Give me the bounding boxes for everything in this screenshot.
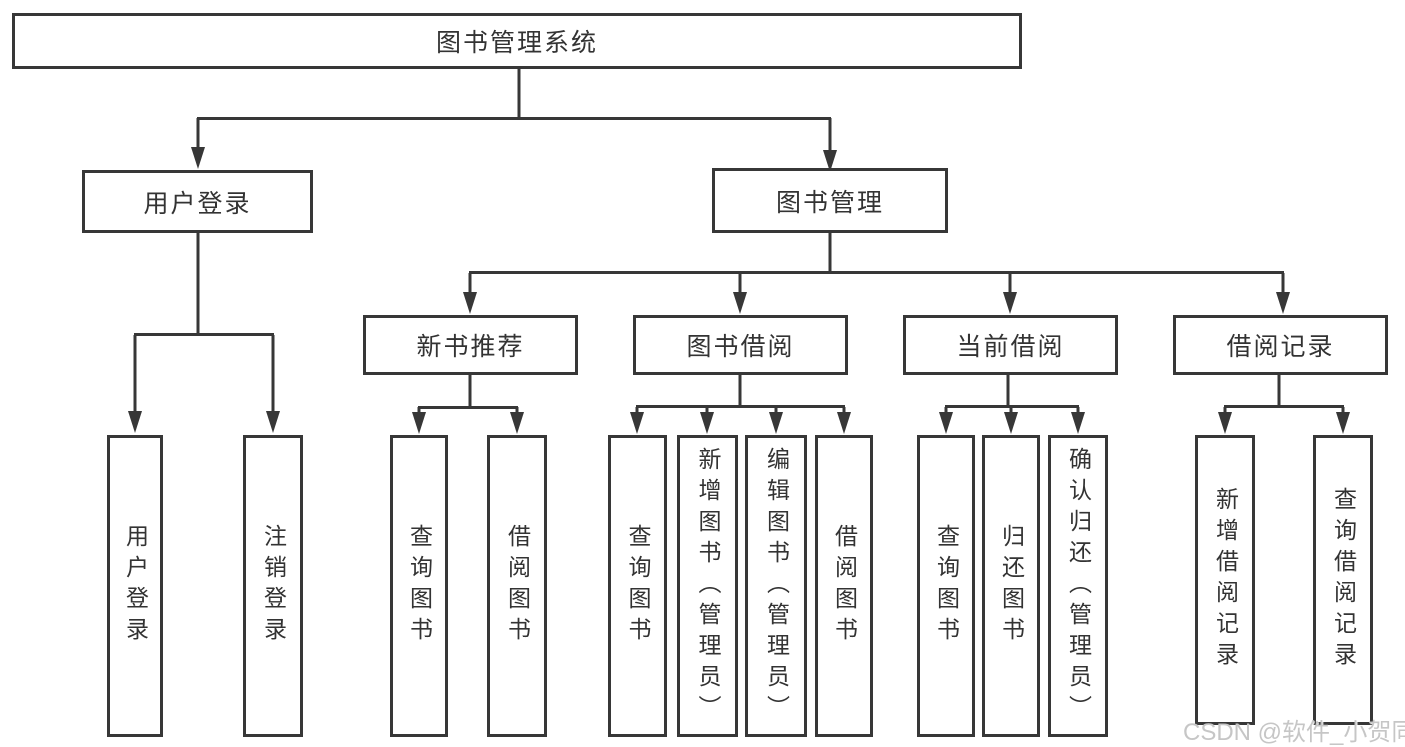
node-label: 新书推荐 [416,333,525,361]
node-label: 新增图书（管理员） [695,446,721,726]
watermark: CSDN @软件_小贺同学 [1183,719,1405,746]
node-label: 借阅图书 [831,524,858,648]
node-book-borrow: 图书借阅 [633,315,848,375]
leaf-borrow-books: 借阅图书 [815,435,873,737]
node-label: 查询借阅记录 [1330,487,1357,673]
leaf-add-books-admin: 新增图书（管理员） [677,435,738,737]
node-label: 借阅记录 [1226,333,1335,361]
node-borrow-record: 借阅记录 [1173,315,1388,375]
leaf-logout: 注销登录 [243,435,303,737]
node-label: 编辑图书（管理员） [763,446,790,726]
node-user-login: 用户登录 [82,170,313,233]
node-label: 注销登录 [260,524,287,648]
node-label: 用户登录 [143,189,252,218]
node-label: 当前借阅 [956,333,1065,361]
node-label: 图书管理系统 [435,29,598,57]
node-root-system: 图书管理系统 [12,13,1022,69]
node-label: 查询图书 [933,524,960,648]
node-new-book-recommend: 新书推荐 [363,315,578,375]
node-label: 查询图书 [406,524,433,648]
arrow-down-icons [128,147,1350,434]
node-current-borrow: 当前借阅 [903,315,1118,375]
node-book-management: 图书管理 [712,168,948,233]
leaf-borrow-books: 借阅图书 [487,435,547,737]
node-label: 用户登录 [122,524,149,648]
leaf-query-borrow-record: 查询借阅记录 [1313,435,1373,725]
node-label: 新增借阅记录 [1212,487,1239,673]
leaf-query-books: 查询图书 [917,435,975,737]
leaf-query-books: 查询图书 [608,435,667,737]
leaf-query-books: 查询图书 [390,435,448,737]
node-label: 借阅图书 [504,524,531,648]
leaf-add-borrow-record: 新增借阅记录 [1195,435,1255,725]
leaf-user-login: 用户登录 [107,435,163,737]
node-label: 归还图书 [998,524,1025,648]
node-label: 查询图书 [625,524,651,648]
leaf-return-books: 归还图书 [982,435,1040,737]
leaf-confirm-return-admin: 确认归还（管理员） [1048,435,1108,737]
node-label: 确认归还（管理员） [1065,446,1092,726]
node-label: 图书管理 [775,188,884,217]
node-label: 图书借阅 [686,333,795,361]
leaf-edit-books-admin: 编辑图书（管理员） [745,435,807,737]
